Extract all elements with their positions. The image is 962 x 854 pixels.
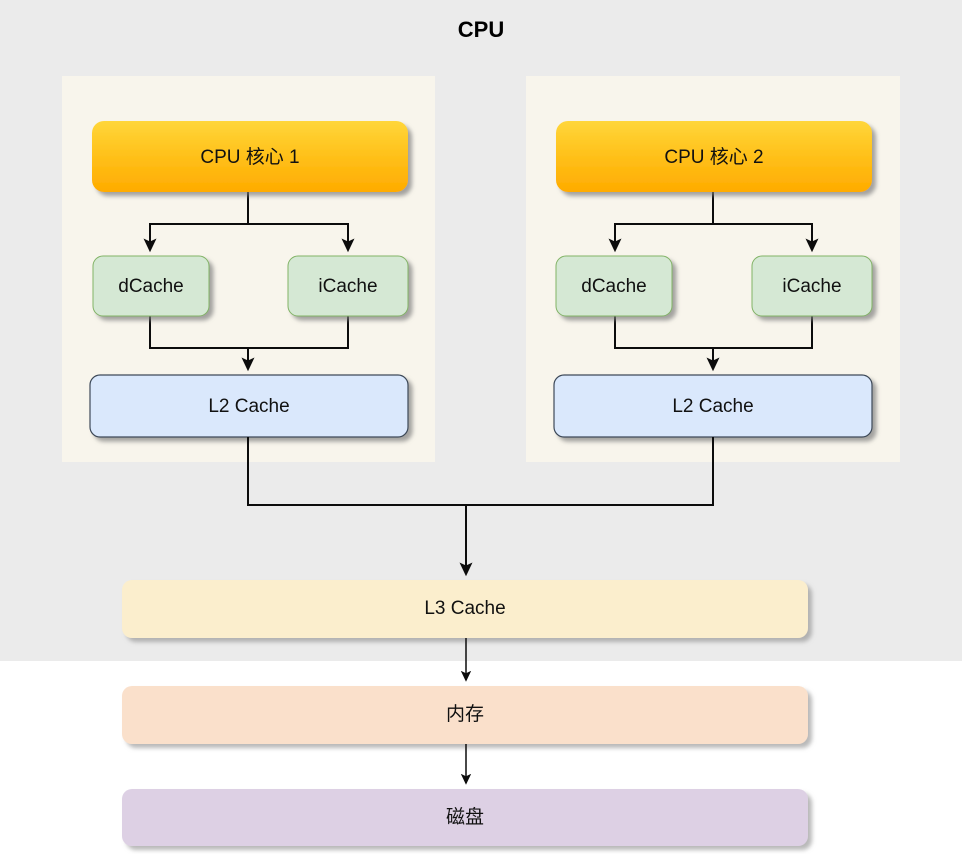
l3-cache-box[interactable] [122,580,808,638]
edge-core1-l2-to-l3 [247,437,473,577]
node-core-1-l2-cache[interactable]: L2 Cache [89,374,409,438]
core-2-dcache-box[interactable] [555,255,673,317]
core-1-l2-label: L2 Cache [208,396,289,417]
core-1-dcache-box[interactable] [92,255,210,317]
edge-core1-to-icache [248,223,355,253]
core-2-label: CPU 核心 2 [664,146,763,168]
disk-box[interactable] [122,789,808,846]
core-2-icache-label: iCache [782,276,841,297]
core-1-label: CPU 核心 1 [200,146,299,168]
node-core-2-icache[interactable]: iCache [751,255,873,317]
edge-core1-to-dcache [143,192,249,253]
memory-box[interactable] [122,686,808,744]
core-1-dcache-label: dCache [118,276,184,297]
core-1-edges [143,192,355,372]
core-1-icache-box[interactable] [287,255,409,317]
page-title: CPU [458,17,504,42]
core-2-l2-label: L2 Cache [672,396,753,417]
l2-to-l3-edges [247,437,714,577]
node-core-2[interactable]: CPU 核心 2 [556,121,872,192]
edge-core2-to-icache [713,223,819,253]
node-core-1-dcache[interactable]: dCache [92,255,210,317]
l3-cache-label: L3 Cache [424,598,505,619]
node-core-2-dcache[interactable]: dCache [555,255,673,317]
edge-core2-l2-to-l3 [466,437,714,506]
edge-core1-dcache-to-l2 [149,316,255,372]
core-2-edges [608,192,819,372]
memory-label: 内存 [446,703,484,725]
node-core-2-l2-cache[interactable]: L2 Cache [553,374,873,438]
node-l3-cache[interactable]: L3 Cache [122,580,808,638]
node-core-1-icache[interactable]: iCache [287,255,409,317]
node-disk[interactable]: 磁盘 [122,789,808,846]
core-1-icache-label: iCache [318,276,377,297]
edge-core2-to-dcache [608,192,714,253]
core-1-box[interactable] [92,121,408,192]
edge-core2-dcache-to-l2 [614,316,720,372]
node-core-1[interactable]: CPU 核心 1 [92,121,408,192]
core-2-dcache-label: dCache [581,276,647,297]
edge-core1-icache-to-l2 [248,316,349,349]
node-memory[interactable]: 内存 [122,686,808,744]
core-2-box[interactable] [556,121,872,192]
edge-core2-icache-to-l2 [713,316,813,349]
disk-label: 磁盘 [446,806,484,828]
core-2-icache-box[interactable] [751,255,873,317]
